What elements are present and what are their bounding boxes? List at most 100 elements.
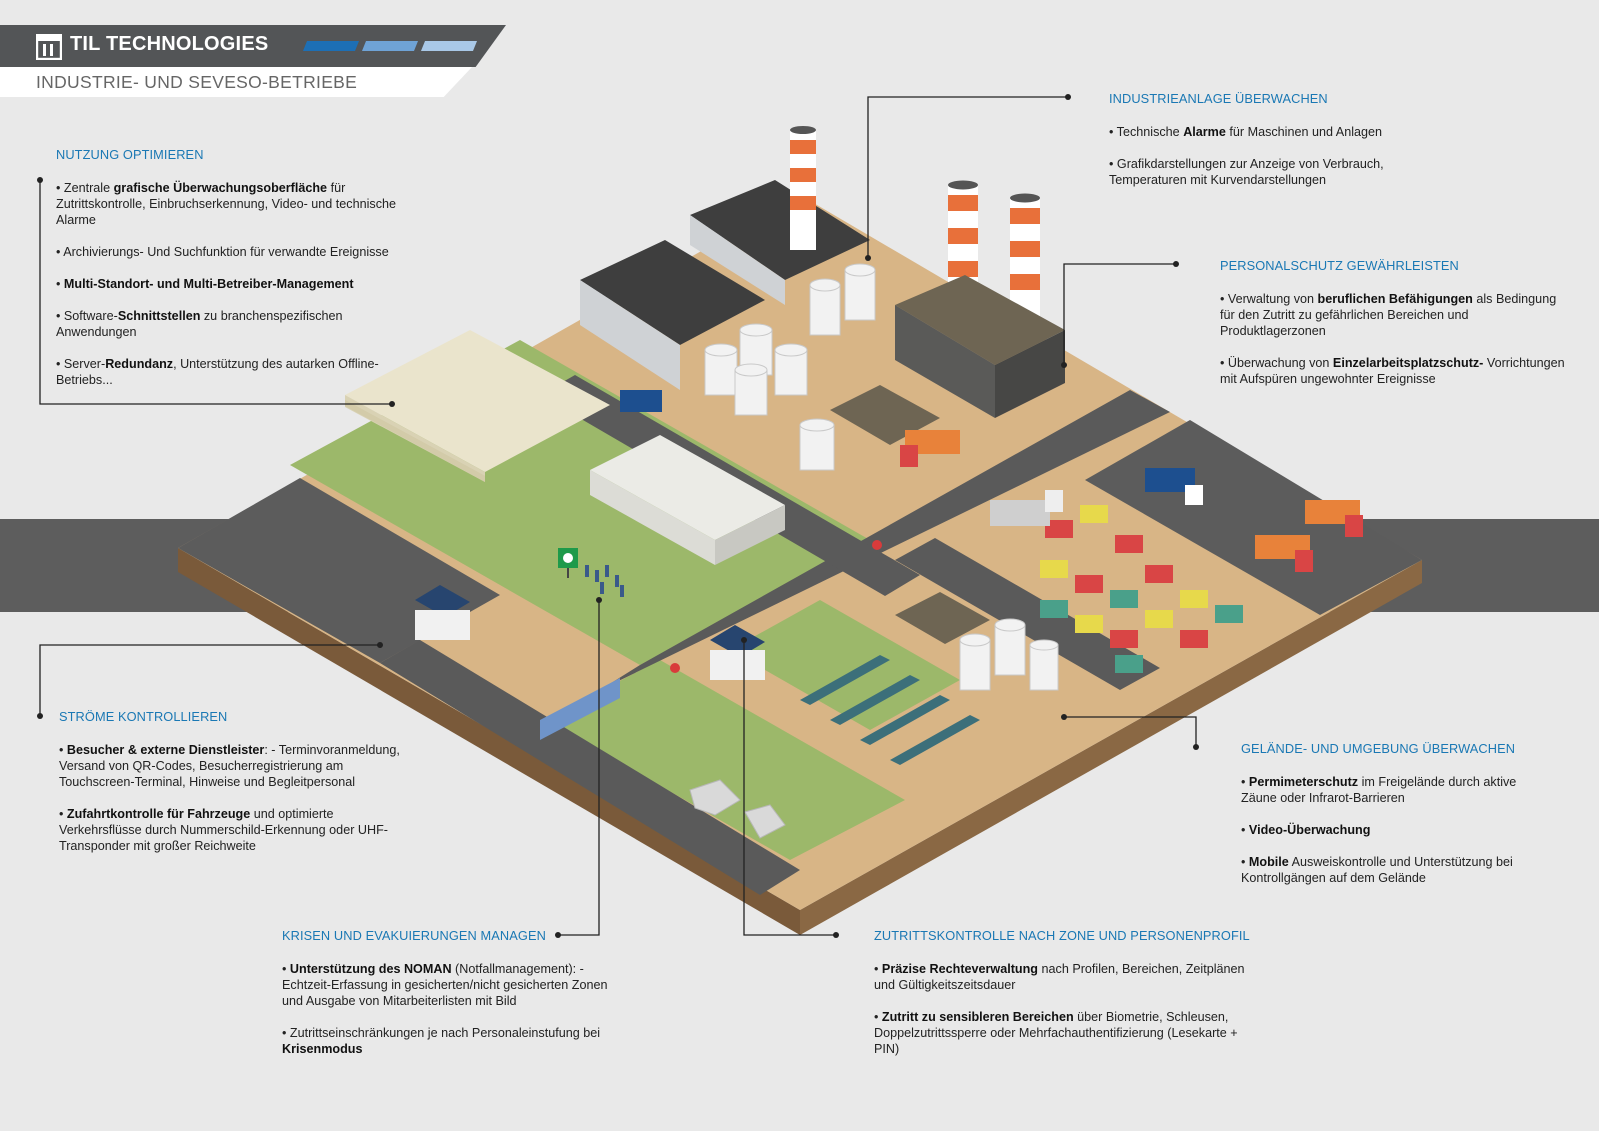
item-post: , Unterstützung des autarken Offline-Bet… <box>56 357 379 387</box>
item-pre: • <box>1241 855 1249 869</box>
people-group <box>585 565 624 597</box>
item-pre: • <box>874 1010 882 1024</box>
item-pre: • <box>1241 775 1249 789</box>
rocks <box>689 779 786 839</box>
section-krisen: KRISEN UND EVAKUIERUNGEN MANAGEN • Unter… <box>282 928 627 1073</box>
leader-dots <box>37 94 1199 938</box>
section-item: • Grafikdarstellungen zur Anzeige von Ve… <box>1109 156 1409 188</box>
section-item: • Video-Überwachung <box>1241 822 1551 838</box>
section-item: • Präzise Rechteverwaltung nach Profilen… <box>874 961 1259 993</box>
storage-tanks <box>704 263 1059 691</box>
guard-house-1 <box>415 585 470 640</box>
factory-roof-2 <box>690 180 870 280</box>
green-zone-front <box>545 660 905 860</box>
section-title: INDUSTRIEANLAGE ÜBERWACHEN <box>1109 91 1328 106</box>
bus <box>540 678 620 740</box>
item-post: über Biometrie, Schleusen, Doppelzutritt… <box>874 1010 1238 1056</box>
item-bold: grafische Überwachungsoberfläche <box>113 181 328 195</box>
section-item: • Zentrale grafische Überwachungsoberflä… <box>56 180 401 228</box>
section-items: • Besucher & externe Dienstleister: - Te… <box>59 742 404 854</box>
white-building-wall <box>590 470 715 565</box>
section-item: • Mobile Ausweiskontrolle und Unterstütz… <box>1241 854 1551 886</box>
item-bold: Zutritt zu sensibleren Bereichen <box>881 1010 1074 1024</box>
item-bold: Multi-Standort- und Multi-Betreiber-Mana… <box>63 277 354 291</box>
section-zutritt: ZUTRITTSKONTROLLE NACH ZONE UND PERSONEN… <box>874 928 1259 1073</box>
section-title: GELÄNDE- UND UMGEBUNG ÜBERWACHEN <box>1241 741 1516 756</box>
section-item: • Zufahrtkontrolle für Fahrzeuge und opt… <box>59 806 404 854</box>
item-pre: • Verwaltung von <box>1220 292 1318 306</box>
item-post: für Zutrittskontrolle, Einbruchserkennun… <box>56 181 396 227</box>
stop-sign-icon <box>670 663 680 673</box>
item-pre: • <box>59 743 67 757</box>
item-pre: • <box>874 962 882 976</box>
section-items: • Zentrale grafische Überwachungsoberflä… <box>56 180 401 388</box>
item-post: und optimierte Verkehrsflüsse durch Numm… <box>59 807 388 853</box>
section-item: • Unterstützung des NOMAN (Notfallmanage… <box>282 961 627 1009</box>
item-bold: Präzise Rechteverwaltung <box>881 962 1039 976</box>
section-title: STRÖME KONTROLLIEREN <box>59 709 228 724</box>
section-item: • Multi-Standort- und Multi-Betreiber-Ma… <box>56 276 401 292</box>
road-diagonal <box>600 390 1170 690</box>
stop-sign-icon <box>872 540 882 550</box>
item-bold: Einzelarbeitsplatzschutz- <box>1332 356 1484 370</box>
section-items: • Unterstützung des NOMAN (Notfallmanage… <box>282 961 627 1057</box>
factory-roof-1 <box>580 240 765 345</box>
item-pre: • Überwachung von <box>1220 356 1333 370</box>
plant-wall-left <box>895 305 995 418</box>
section-title: PERSONALSCHUTZ GEWÄHRLEISTEN <box>1220 258 1459 273</box>
item-post: als Bedingung für den Zutritt zu gefährl… <box>1220 292 1557 338</box>
container-stacks <box>1040 505 1243 673</box>
section-gelaende: GELÄNDE- UND UMGEBUNG ÜBERWACHEN • Permi… <box>1241 741 1551 902</box>
truck-orange-2 <box>1305 500 1363 537</box>
item-pre: • <box>56 277 64 291</box>
item-pre: • Archivierungs- Und Suchfunktion für ve… <box>56 245 389 259</box>
evacuation-sign-icon <box>558 548 578 578</box>
section-title: KRISEN UND EVAKUIERUNGEN MANAGEN <box>282 928 546 943</box>
section-nutzung: NUTZUNG OPTIMIEREN • Zentrale grafische … <box>56 147 401 404</box>
item-pre: • Zentrale <box>56 181 114 195</box>
item-bold: Redundanz <box>105 357 174 371</box>
item-pre: • Grafikdarstellungen zur Anzeige von Ve… <box>1109 157 1384 187</box>
section-items: • Verwaltung von beruflichen Befähigunge… <box>1220 291 1565 387</box>
section-personal: PERSONALSCHUTZ GEWÄHRLEISTEN • Verwaltun… <box>1220 258 1565 403</box>
section-item: • Software-Schnittstellen zu branchenspe… <box>56 308 401 340</box>
section-item: • Besucher & externe Dienstleister: - Te… <box>59 742 404 790</box>
item-pre: • <box>1241 823 1249 837</box>
item-pre: • Software- <box>56 309 118 323</box>
shed-roof <box>895 592 990 644</box>
section-item: • Permimeterschutz im Freigelände durch … <box>1241 774 1551 806</box>
item-post: zu branchenspezifischen Anwendungen <box>56 309 343 339</box>
truck-blue-2 <box>620 390 662 412</box>
truck-blue <box>1145 468 1203 505</box>
item-post: (Notfallmanagement): - Echtzeit-Erfassun… <box>282 962 608 1008</box>
section-stroeme: STRÖME KONTROLLIEREN • Besucher & extern… <box>59 709 404 870</box>
til-logo-icon <box>36 34 62 60</box>
item-bold: Unterstützung des NOMAN <box>289 962 452 976</box>
section-items: • Permimeterschutz im Freigelände durch … <box>1241 774 1551 886</box>
page-subtitle: INDUSTRIE- UND SEVESO-BETRIEBE <box>36 72 358 92</box>
section-item: • Archivierungs- Und Suchfunktion für ve… <box>56 244 401 260</box>
white-building-roof <box>590 435 785 540</box>
item-pre: • Zutrittseinschränkungen je nach Person… <box>282 1026 601 1040</box>
chimney-1 <box>790 126 816 250</box>
item-pre: • <box>282 962 290 976</box>
item-bold: Video-Überwachung <box>1248 823 1371 837</box>
item-post: Vorrichtungen mit Aufspüren ungewohnter … <box>1220 356 1565 386</box>
item-bold: Zufahrtkontrolle für Fahrzeuge <box>66 807 251 821</box>
leader-lines <box>39 96 1197 936</box>
green-zone-right <box>730 600 960 730</box>
item-post: nach Profilen, Bereichen, Zeitplänen und… <box>874 962 1245 992</box>
item-post: : - Terminvoranmeldung, Versand von QR-C… <box>59 743 400 789</box>
factory-wall-2 <box>690 215 785 305</box>
subtitle-bar <box>0 67 472 97</box>
road-front-left <box>380 640 800 895</box>
section-item: • Zutritt zu sensibleren Bereichen über … <box>874 1009 1259 1057</box>
ground-side-right <box>800 560 1422 935</box>
solar-panels <box>800 655 980 765</box>
item-bold: Mobile <box>1248 855 1289 869</box>
item-post: im Freigelände durch aktive Zäune oder I… <box>1241 775 1517 805</box>
truck-orange-1 <box>900 430 960 467</box>
item-bold: Schnittstellen <box>117 309 201 323</box>
section-item: • Technische Alarme für Maschinen und An… <box>1109 124 1409 140</box>
